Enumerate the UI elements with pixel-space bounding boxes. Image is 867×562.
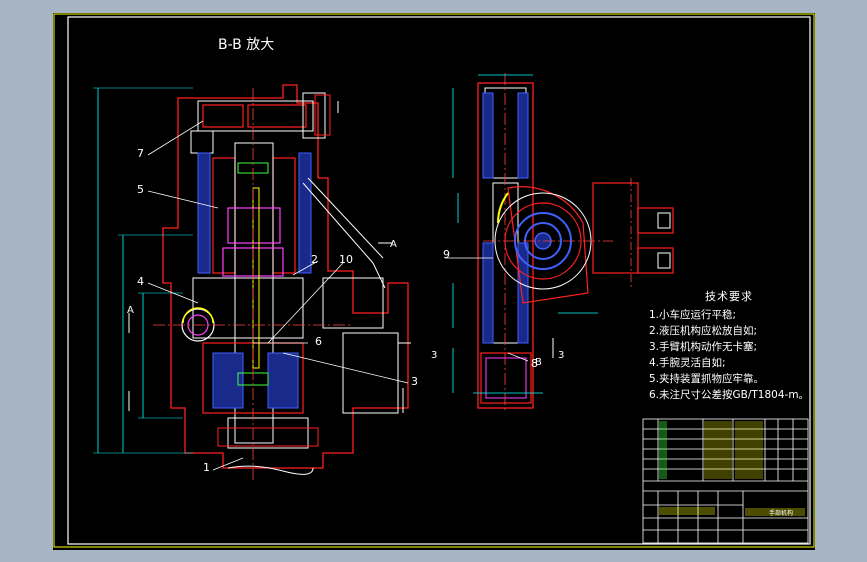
callout-10: 10 <box>339 253 353 266</box>
callout-4: 4 <box>137 275 144 288</box>
view-title: B-B 放大 <box>218 37 275 53</box>
callout-3: 3 <box>411 375 418 388</box>
tech-req-item: 1.小车应运行平稳; <box>649 309 737 321</box>
left-section-view <box>93 84 411 483</box>
callout-2: 2 <box>311 253 318 266</box>
callout-6: 6 <box>315 335 322 348</box>
callout-9: 9 <box>443 248 450 261</box>
cad-viewport[interactable]: 7 5 4 6 1 2 10 3 9 8 A A B 3 3 手部机构 B-B … <box>53 13 815 550</box>
callout-5: 5 <box>137 183 144 196</box>
tech-req-item: 2.液压机构应松放自如; <box>649 325 758 337</box>
inner-frame <box>67 16 811 545</box>
callout-8: 8 <box>531 357 538 370</box>
right-side-view <box>445 73 674 413</box>
drawing-sheet: 7 5 4 6 1 2 10 3 9 8 A A B 3 3 手部机构 <box>53 13 815 548</box>
tech-req-item: 4.手腕灵活自如; <box>649 357 726 369</box>
section-marks: A A B 3 3 <box>127 239 564 368</box>
tech-req-item: 6.未注尺寸公差按GB/T1804-m。 <box>649 389 810 401</box>
tech-req-title: 技术要求 <box>705 290 753 303</box>
section-mark-3-right: 3 <box>558 350 564 361</box>
callout-labels: 7 5 4 6 1 2 10 3 9 8 <box>137 147 538 474</box>
callout-1: 1 <box>203 461 210 474</box>
section-mark-b: B <box>535 357 542 368</box>
section-mark-a-right: A <box>390 239 397 250</box>
title-block-fills <box>659 421 805 516</box>
technical-requirements: 技术要求 1.小车应运行平稳; 2.液压机构应松放自如; 3.手臂机构动作无卡塞… <box>649 289 815 403</box>
callout-7: 7 <box>137 147 144 160</box>
outer-frame <box>53 13 815 548</box>
tech-req-item: 5.夹持装置抓物应牢靠。 <box>649 373 765 385</box>
section-mark-3-left: 3 <box>431 350 437 361</box>
title-block <box>642 418 809 544</box>
section-mark-a-left: A <box>127 305 134 316</box>
drawing-name: 手部机构 <box>769 509 793 517</box>
tech-req-item: 3.手臂机构动作无卡塞; <box>649 341 758 353</box>
